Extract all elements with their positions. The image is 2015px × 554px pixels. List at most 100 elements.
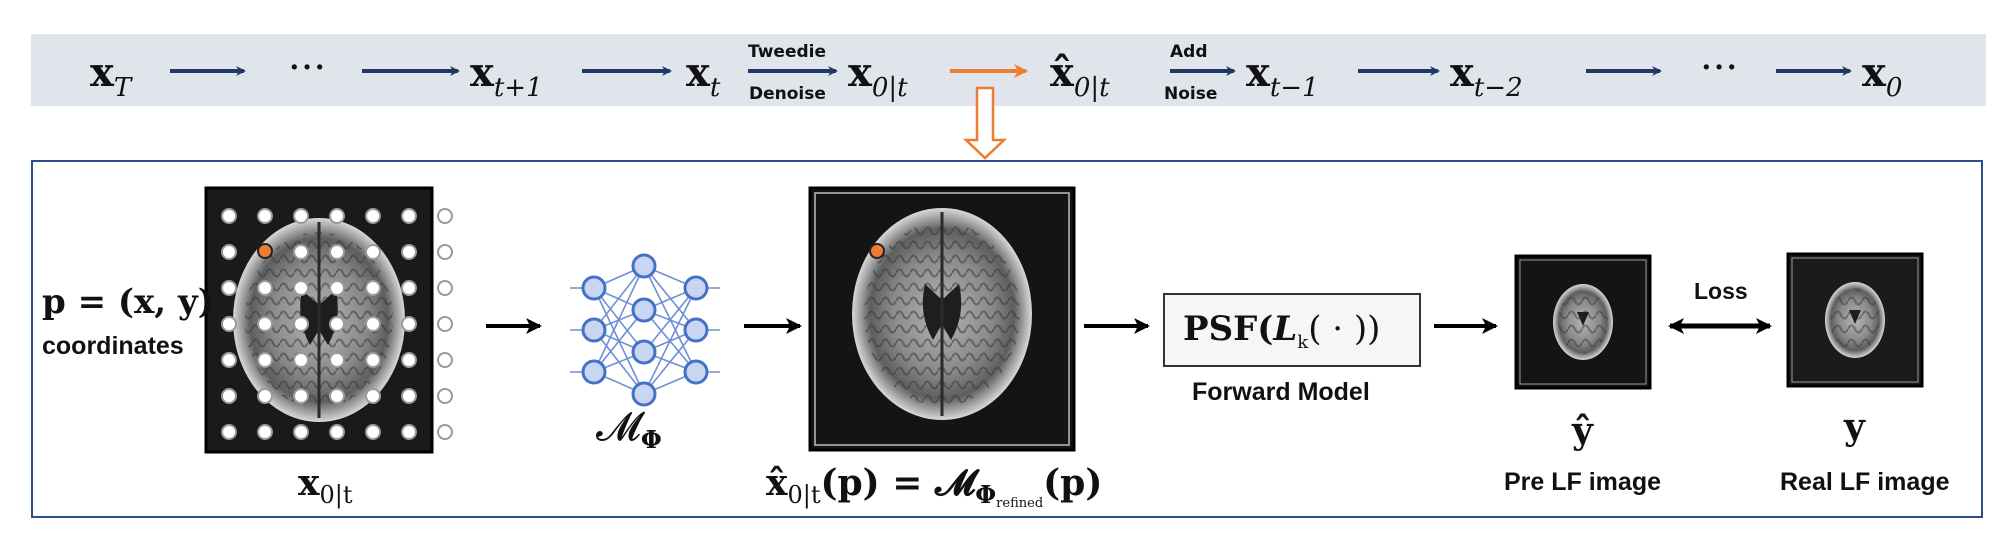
network-label: 𝓜Φ [596, 404, 662, 454]
ellipsis-left: ··· [288, 45, 327, 91]
denoise-label: Denoise [749, 84, 826, 104]
sample-point [365, 424, 381, 440]
net-edge [643, 287, 697, 353]
label-x-0: x0 [1862, 49, 1903, 103]
sample-point [221, 244, 237, 260]
net-node [631, 297, 657, 323]
net-edge [643, 287, 697, 395]
neural-network-nodes [581, 253, 709, 407]
label-x-t-minus-1: xt−1 [1246, 49, 1319, 103]
sample-point [437, 388, 453, 404]
real-lf-image-label: Real LF image [1780, 468, 1950, 496]
net-node [683, 359, 709, 385]
sample-point [437, 280, 453, 296]
sample-point [329, 352, 345, 368]
sample-point [401, 244, 417, 260]
sample-point [437, 244, 453, 260]
grid-caption: x0|t [298, 462, 353, 509]
sample-point [329, 424, 345, 440]
sample-point-grid [221, 208, 453, 440]
net-node [581, 275, 607, 301]
sample-point [293, 280, 309, 296]
sample-point [401, 316, 417, 332]
sample-point [257, 208, 273, 224]
sample-point [257, 388, 273, 404]
sample-point [257, 352, 273, 368]
loss-label: Loss [1694, 278, 1748, 304]
sample-point [257, 424, 273, 440]
psf-operator-box: PSF(Lk( · )) [1163, 293, 1421, 367]
refinement-panel [31, 160, 1983, 518]
sample-point [401, 424, 417, 440]
net-edge [643, 329, 697, 395]
noise-label: Noise [1164, 84, 1218, 104]
net-node [581, 359, 607, 385]
sample-point [221, 316, 237, 332]
refined-brain-image [808, 186, 1076, 452]
sample-point [437, 352, 453, 368]
coordinates-label: coordinates [42, 332, 184, 360]
sample-point [221, 388, 237, 404]
sample-point [365, 388, 381, 404]
label-x-hat-0-given-t: x̂0|t [1050, 49, 1110, 103]
label-x-t-minus-2: xt−2 [1450, 49, 1523, 103]
sample-point [401, 388, 417, 404]
label-x-t-plus-1: xt+1 [470, 49, 543, 103]
tweedie-label: Tweedie [748, 42, 827, 62]
orange-query-point [869, 243, 885, 259]
net-node [631, 381, 657, 407]
sample-point [401, 280, 417, 296]
sample-point [329, 280, 345, 296]
net-node [683, 275, 709, 301]
y-label: y [1844, 406, 1865, 448]
refined-equation: x̂0|t(p) = 𝓜Φrefined(p) [766, 462, 1103, 511]
sample-point [329, 208, 345, 224]
label-x-0-given-t: x0|t [848, 49, 908, 103]
forward-model-label: Forward Model [1192, 378, 1370, 406]
coordinate-grid-image [204, 186, 453, 454]
label-x-T: xT [90, 49, 132, 103]
sample-point [365, 244, 381, 260]
sample-point [221, 208, 237, 224]
net-edge [593, 265, 645, 373]
sample-point [329, 388, 345, 404]
sample-point [437, 424, 453, 440]
sample-point [365, 280, 381, 296]
pre-lf-image [1514, 254, 1652, 390]
pre-lf-image-label: Pre LF image [1504, 468, 1661, 496]
sample-point [221, 352, 237, 368]
sample-point [293, 424, 309, 440]
sample-point [293, 208, 309, 224]
y-hat-label: ŷ [1572, 410, 1593, 452]
sample-point [365, 316, 381, 332]
add-label: Add [1170, 42, 1208, 62]
net-edge [593, 265, 645, 331]
real-lf-image [1786, 252, 1924, 388]
net-edge [593, 309, 645, 373]
sample-point [401, 208, 417, 224]
sample-point [293, 244, 309, 260]
sample-point [365, 352, 381, 368]
sample-point [365, 208, 381, 224]
sample-point [329, 244, 345, 260]
psf-formula: PSF(Lk( · )) [1183, 309, 1381, 353]
sample-point [293, 352, 309, 368]
net-node [631, 339, 657, 365]
coordinate-equation: p = (x, y) [42, 282, 214, 322]
sample-point [257, 316, 273, 332]
net-edge [643, 265, 697, 331]
sample-point [221, 280, 237, 296]
sample-point [437, 316, 453, 332]
sample-point [293, 316, 309, 332]
sample-point [293, 388, 309, 404]
net-node [631, 253, 657, 279]
hollow-down-arrow [962, 86, 1008, 160]
orange-sample-point [257, 243, 273, 259]
net-node [581, 317, 607, 343]
net-node [683, 317, 709, 343]
ellipsis-right: ··· [1700, 45, 1739, 91]
sample-point [437, 208, 453, 224]
sample-point [329, 316, 345, 332]
label-x-t: xt [686, 49, 721, 103]
